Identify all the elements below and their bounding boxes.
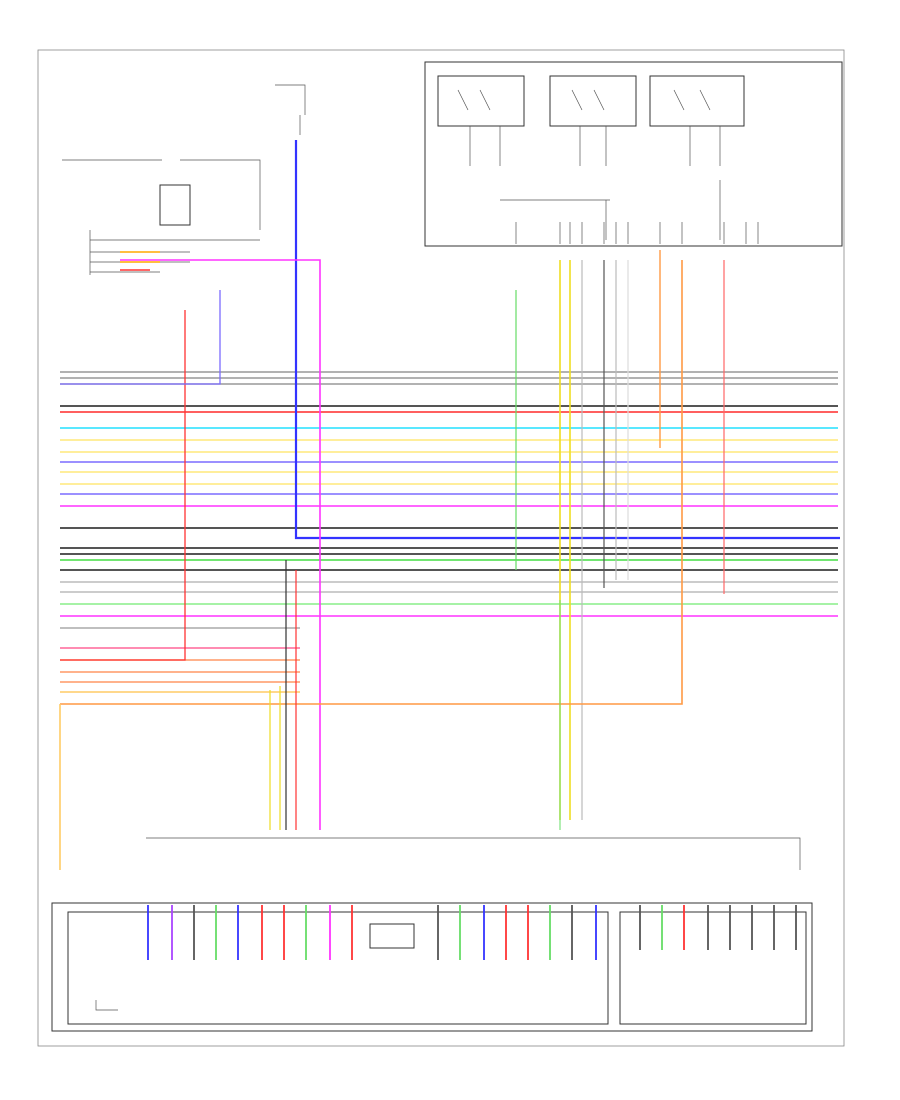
diagram-frame [37, 49, 845, 1047]
main-module [51, 837, 813, 1032]
module-pins [147, 905, 797, 960]
signal-bus [60, 371, 838, 693]
left-components [62, 84, 306, 275]
vertical-wires [59, 140, 840, 870]
top-right-module [424, 61, 843, 247]
top-connectors [515, 222, 759, 244]
